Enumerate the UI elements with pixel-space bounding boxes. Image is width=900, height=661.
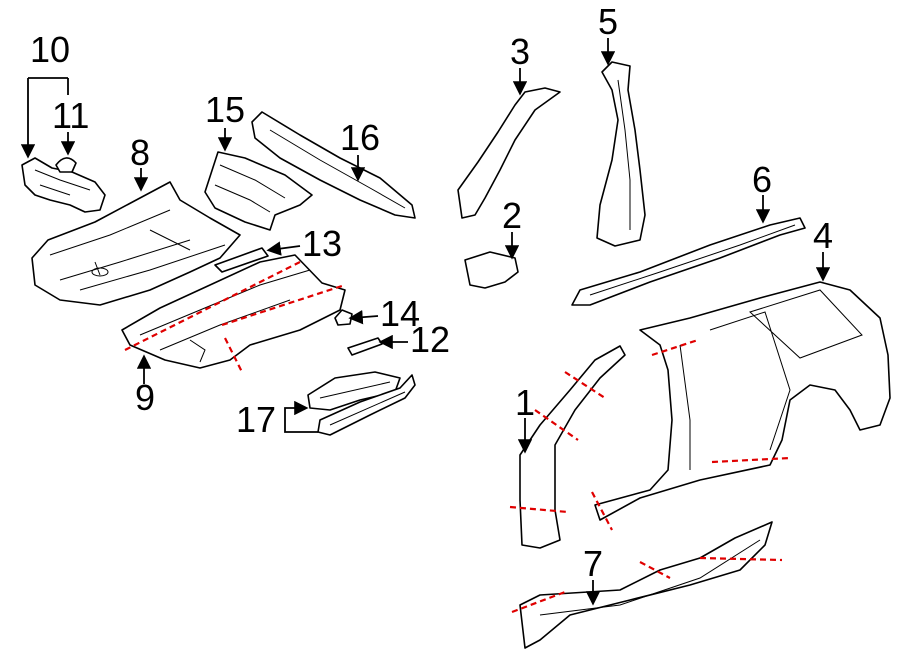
part-5-b-pillar — [596, 61, 646, 247]
part-12-plate — [347, 337, 383, 356]
part-4-body-side — [594, 281, 891, 521]
part-17-reinforcements — [307, 371, 416, 436]
callout-12: 12 — [410, 319, 450, 360]
callout-4: 4 — [813, 215, 833, 256]
callout-11: 11 — [52, 95, 89, 136]
part-10-bracket — [21, 157, 106, 213]
callout-5: 5 — [598, 1, 618, 42]
part-2-bracket — [464, 251, 519, 289]
part-11-clip — [55, 157, 77, 173]
part-14-bracket — [334, 309, 353, 326]
callout-14: 14 — [380, 293, 420, 334]
part-16-crossmember — [251, 111, 416, 219]
callout-10: 10 — [30, 29, 70, 70]
callout-15: 15 — [205, 89, 245, 130]
callout-2: 2 — [502, 195, 522, 236]
part-9-rear-floor — [121, 254, 346, 369]
callout-labels: 10 11 8 15 16 13 9 14 12 17 3 5 2 6 4 1 … — [30, 1, 833, 584]
part-3-pillar — [457, 87, 561, 219]
part-8-front-floor — [31, 181, 241, 306]
callout-3: 3 — [510, 31, 530, 72]
callout-8: 8 — [130, 132, 150, 173]
part-15-panel — [204, 151, 313, 231]
callout-9: 9 — [135, 377, 155, 418]
cut-lines — [124, 261, 791, 614]
callout-16: 16 — [340, 117, 380, 158]
callout-13: 13 — [302, 223, 342, 264]
callout-1: 1 — [515, 382, 535, 423]
callout-17: 17 — [236, 399, 276, 440]
part-6-roof-rail — [571, 217, 806, 306]
part-1-pillar — [519, 345, 626, 549]
part-13-rail — [214, 247, 269, 273]
leader-lines — [28, 38, 831, 606]
callout-6: 6 — [752, 159, 772, 200]
callout-7: 7 — [583, 543, 603, 584]
